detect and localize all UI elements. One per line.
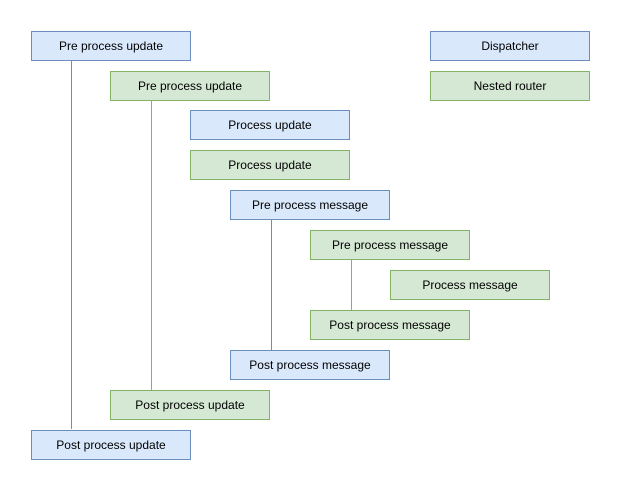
connector-message-lifecycle-green — [351, 260, 352, 310]
connector-update-lifecycle-blue — [71, 61, 72, 429]
node-label: Post process update — [56, 438, 166, 452]
node-process-message: Process message — [390, 270, 550, 300]
node-dispatcher: Dispatcher — [430, 31, 590, 61]
node-pre-process-message-green: Pre process message — [310, 230, 470, 260]
node-label: Process message — [422, 278, 518, 292]
node-label: Post process message — [249, 358, 371, 372]
node-post-process-update-green: Post process update — [110, 390, 270, 420]
node-label: Pre process message — [251, 198, 369, 212]
node-pre-process-update-blue: Pre process update — [31, 31, 191, 61]
connector-message-lifecycle-blue — [271, 220, 272, 350]
node-label: Nested router — [473, 79, 547, 93]
node-post-process-message-green: Post process message — [310, 310, 470, 340]
node-label: Dispatcher — [481, 39, 539, 53]
node-process-update-green: Process update — [190, 150, 350, 180]
node-label: Pre process message — [331, 238, 449, 252]
node-label: Post process message — [329, 318, 451, 332]
node-label: Process update — [228, 158, 312, 172]
connector-update-lifecycle-green — [151, 100, 152, 390]
node-nested-router: Nested router — [430, 71, 590, 101]
node-label: Post process update — [135, 398, 245, 412]
node-label: Pre process update — [58, 39, 164, 53]
node-pre-process-message-blue: Pre process message — [230, 190, 390, 220]
node-pre-process-update-green: Pre process update — [110, 71, 270, 101]
node-label: Process update — [228, 118, 312, 132]
node-process-update-blue: Process update — [190, 110, 350, 140]
node-label: Pre process update — [137, 79, 243, 93]
node-post-process-message-blue: Post process message — [230, 350, 390, 380]
node-post-process-update-blue: Post process update — [31, 430, 191, 460]
